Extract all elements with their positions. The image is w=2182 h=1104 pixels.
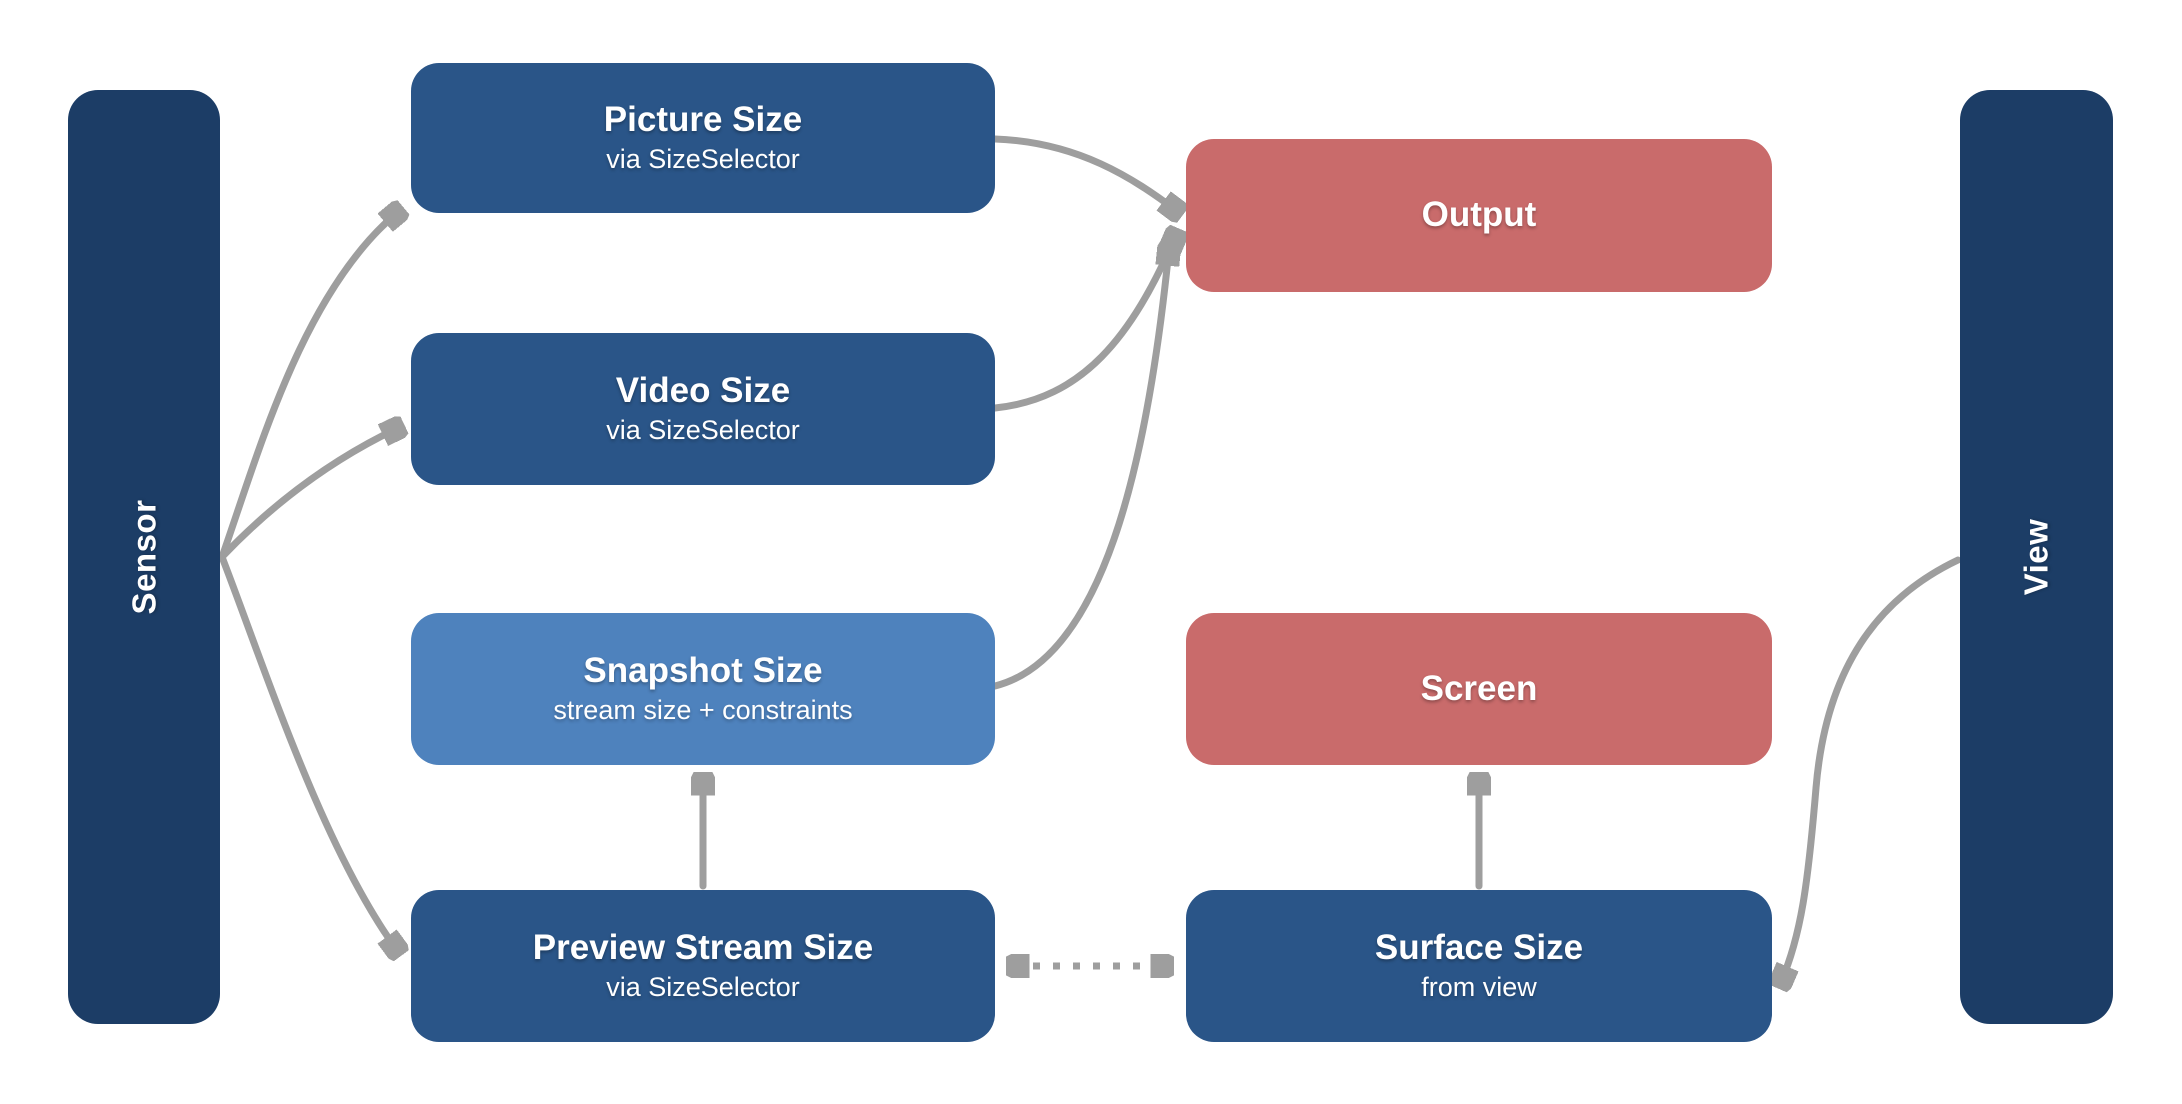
node-subtitle: stream size + constraints [553, 695, 853, 726]
node-screen: Screen [1186, 613, 1772, 765]
edge-picture-output [991, 135, 1177, 211]
node-title: Surface Size [1374, 928, 1584, 968]
node-surface-size: Surface Size from view [1186, 890, 1772, 1042]
node-title: Snapshot Size [583, 651, 823, 691]
view-bar-label: View [2017, 518, 2055, 596]
edge-view-surface [1781, 556, 1962, 982]
sensor-bar-label: Sensor [125, 499, 162, 615]
edge-sensor-video [218, 428, 398, 561]
view-bar: View [1960, 90, 2113, 1024]
node-subtitle: from view [1421, 972, 1537, 1003]
node-subtitle: via SizeSelector [606, 415, 800, 446]
node-output: Output [1186, 139, 1772, 292]
node-subtitle: via SizeSelector [606, 972, 800, 1003]
node-title: Screen [1420, 668, 1538, 708]
node-picture-size: Picture Size via SizeSelector [411, 63, 995, 213]
edge-snapshot-output [991, 249, 1169, 690]
node-subtitle: via SizeSelector [606, 144, 800, 175]
node-preview-stream-size: Preview Stream Size via SizeSelector [411, 890, 995, 1042]
node-title: Preview Stream Size [532, 928, 874, 968]
edge-sensor-picture [218, 212, 398, 561]
node-video-size: Video Size via SizeSelector [411, 333, 995, 485]
node-title: Picture Size [603, 100, 803, 140]
edge-sensor-preview [218, 553, 397, 950]
node-snapshot-size: Snapshot Size stream size + constraints [411, 613, 995, 765]
sensor-bar: Sensor [68, 90, 220, 1024]
node-title: Video Size [615, 371, 791, 411]
edge-video-output [991, 235, 1176, 412]
node-title: Output [1421, 195, 1537, 235]
